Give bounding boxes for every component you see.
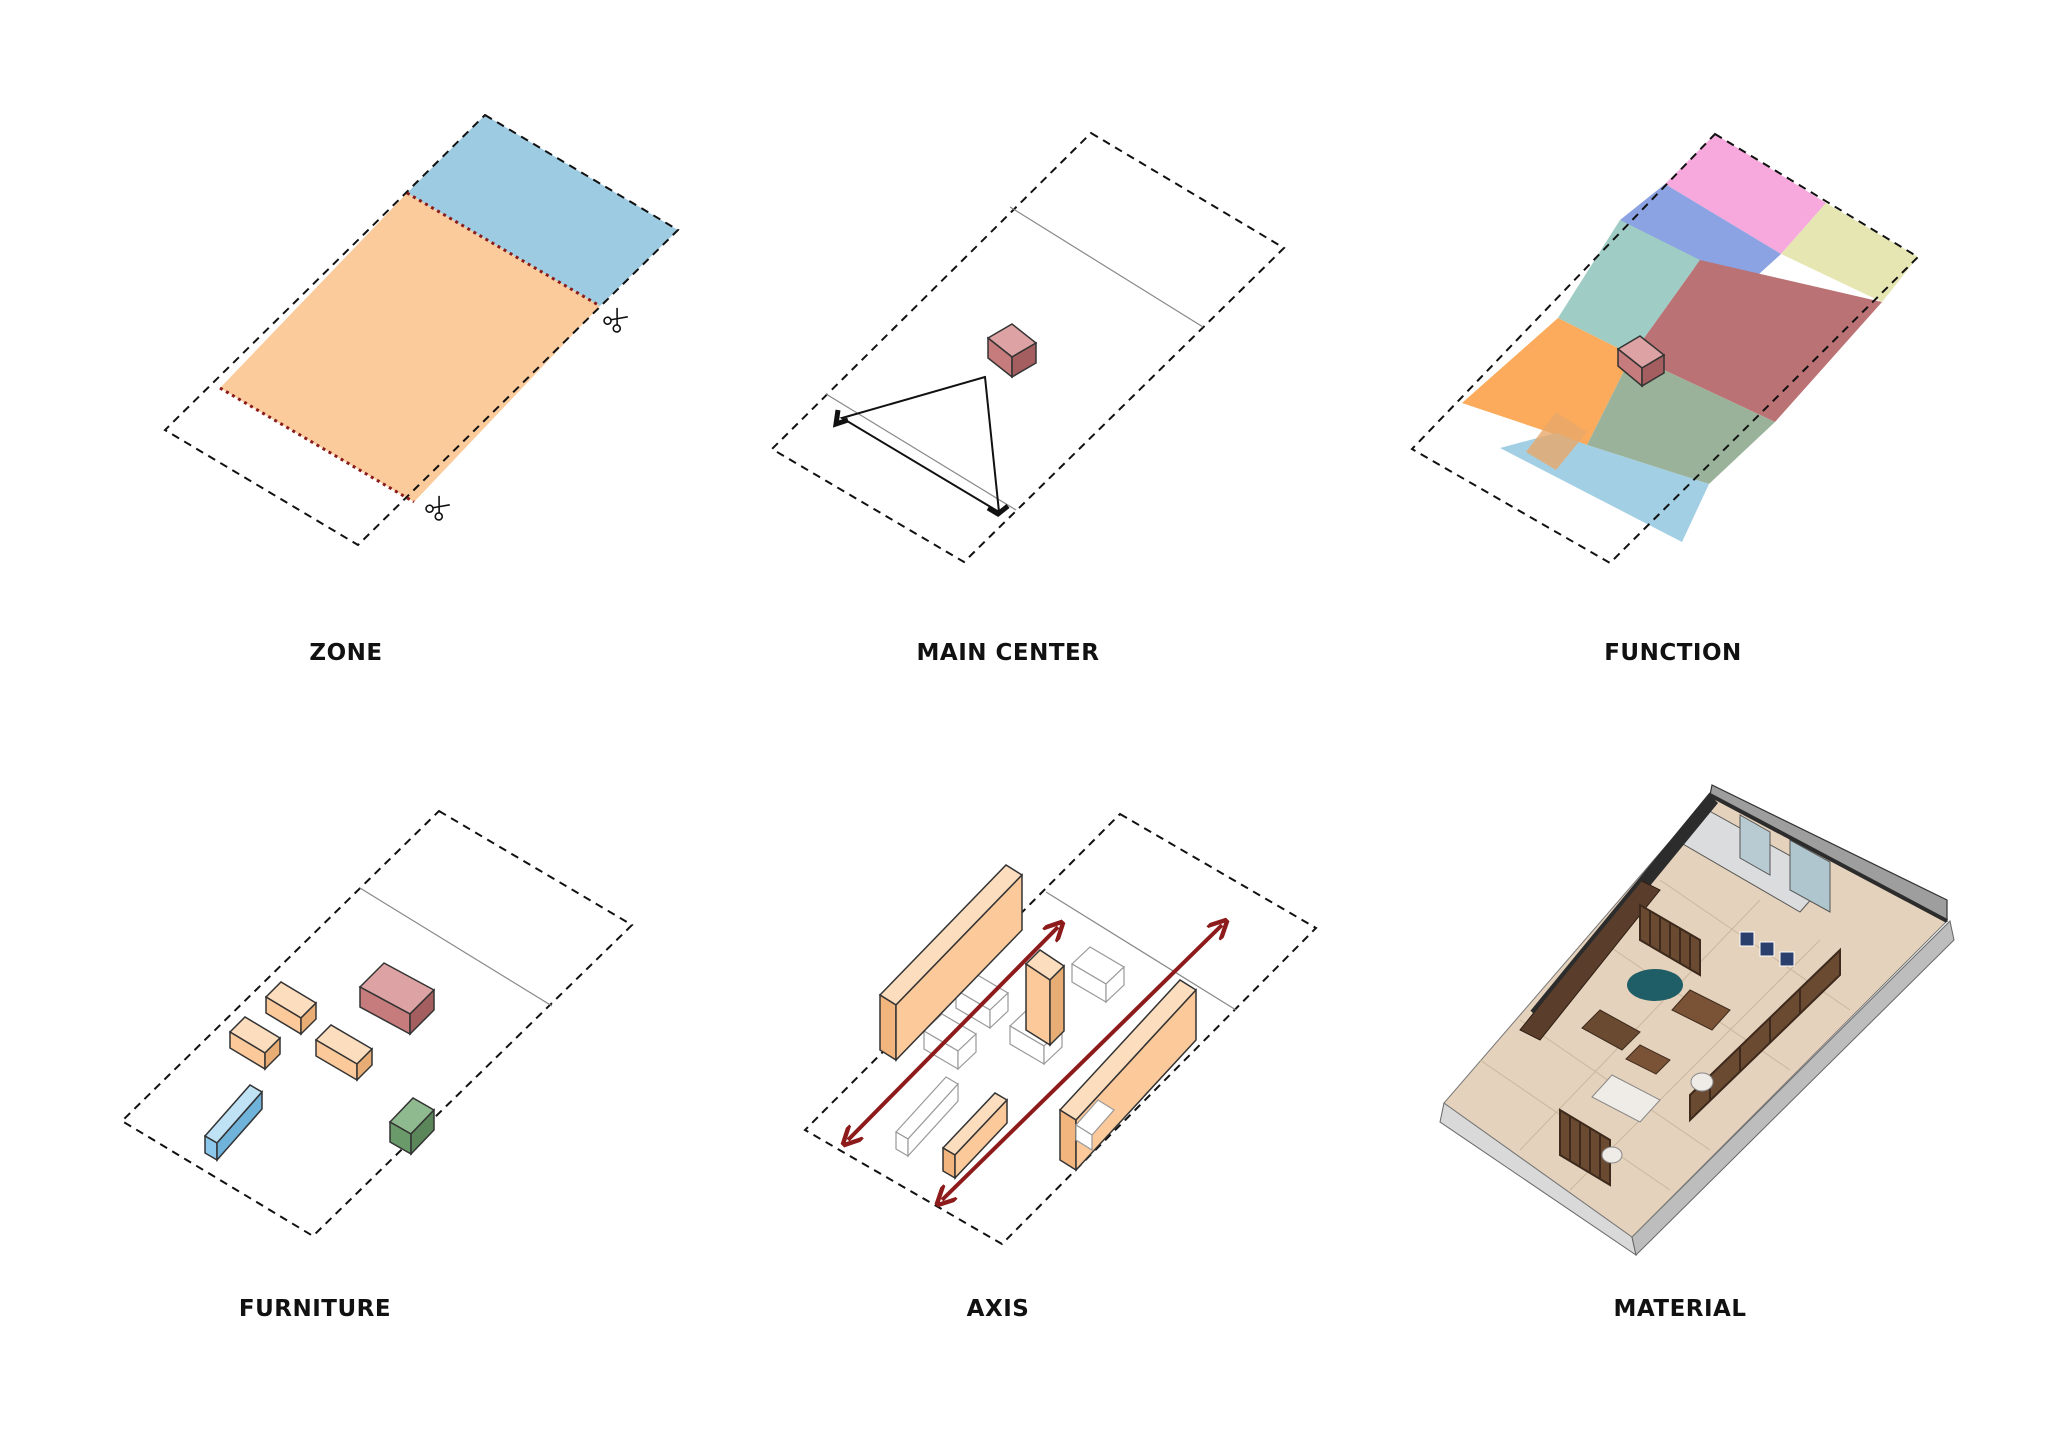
kitchen-island xyxy=(1581,1009,1641,1051)
furniture-block-orange xyxy=(314,1024,374,1082)
zone-blue-area xyxy=(407,115,678,306)
function-boundary xyxy=(1410,132,1920,565)
scissors-icon xyxy=(425,495,450,521)
caption-main-center: MAIN CENTER xyxy=(916,640,1100,666)
main-center-boundary xyxy=(770,131,1286,564)
panel-furniture xyxy=(120,809,634,1238)
func-overlap-zone xyxy=(1526,412,1587,470)
axis-divider xyxy=(1045,891,1237,1011)
panel-main-center xyxy=(770,131,1286,564)
sightline-triangle xyxy=(839,375,1001,514)
arrow-icon xyxy=(942,925,1222,1200)
furniture-block-orange xyxy=(264,981,318,1036)
panel-axis xyxy=(803,812,1318,1246)
sofa xyxy=(1591,1074,1661,1123)
coffee-table xyxy=(1625,1044,1671,1075)
func-yellow-zone xyxy=(1781,203,1918,302)
wood-screen xyxy=(1639,903,1701,977)
wall-art xyxy=(1739,931,1795,967)
round-rug xyxy=(1627,969,1683,1001)
center-block xyxy=(986,323,1038,379)
func-teal-zone xyxy=(1558,220,1700,355)
caption-material: MATERIAL xyxy=(1613,1296,1747,1322)
furniture-divider xyxy=(359,887,553,1007)
outline-block xyxy=(1071,946,1125,1004)
bathroom-glass xyxy=(1739,814,1771,876)
func-red-zone xyxy=(1632,260,1882,422)
func-pink-zone xyxy=(1665,134,1826,254)
scissors-icon xyxy=(603,307,628,333)
zone-cut-line-top xyxy=(406,191,601,308)
wall-slab-middle xyxy=(1024,949,1066,1047)
furniture-block-orange xyxy=(228,1016,282,1071)
zone-boundary xyxy=(163,113,680,547)
furniture-block-green xyxy=(388,1097,436,1156)
main-center-divider-top xyxy=(1009,206,1204,328)
material-right-wall xyxy=(1631,919,1955,1256)
func-violet-zone xyxy=(1620,184,1781,294)
panel-zone xyxy=(163,113,680,547)
func-orange-zone xyxy=(1462,318,1632,445)
panel-material xyxy=(1439,784,1955,1257)
axis-boundary xyxy=(803,812,1318,1246)
caption-zone: ZONE xyxy=(309,640,383,666)
armchair xyxy=(1601,1146,1623,1164)
caption-function: FUNCTION xyxy=(1604,640,1742,666)
main-center-divider-bottom xyxy=(825,393,1017,511)
furniture-block-red xyxy=(358,962,436,1036)
view-marker-bottom xyxy=(986,504,1010,518)
wood-screen xyxy=(1559,1108,1611,1187)
dining-table xyxy=(1671,989,1731,1031)
caption-furniture: FURNITURE xyxy=(238,1296,392,1322)
panel-function xyxy=(1410,132,1920,565)
center-block xyxy=(1616,335,1666,388)
zone-orange-area xyxy=(220,193,600,502)
bathroom-glass xyxy=(1789,839,1831,913)
furniture-boundary xyxy=(120,809,634,1238)
furniture-block-blue xyxy=(203,1084,264,1162)
material-top-edge xyxy=(1530,792,1948,1014)
view-marker-left xyxy=(832,409,849,428)
func-green-zone xyxy=(1587,355,1775,484)
caption-axis: AXIS xyxy=(966,1296,1030,1322)
zone-cut-line-bottom xyxy=(219,386,415,504)
armchair xyxy=(1690,1072,1714,1092)
